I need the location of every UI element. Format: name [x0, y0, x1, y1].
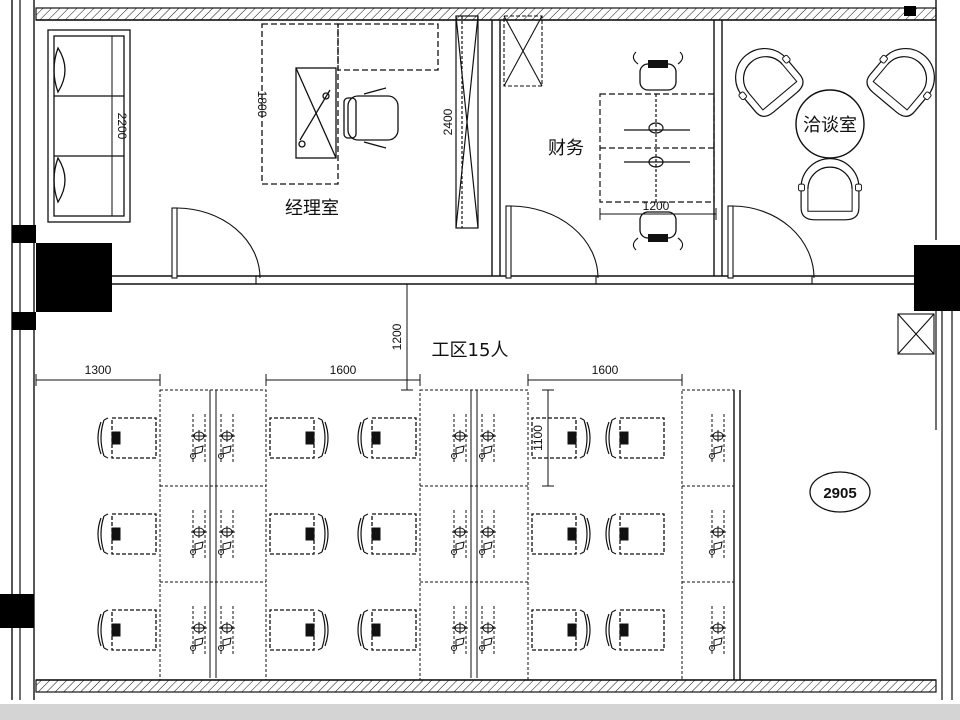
- work-area-label: 工区15人: [432, 340, 509, 361]
- armchair-right: [860, 34, 949, 124]
- workstation-chair: [269, 609, 329, 651]
- unit-number: 2905: [823, 485, 856, 502]
- finance-desk-dimension: 1200: [643, 199, 670, 213]
- corridor-dimension: 1200: [390, 323, 404, 350]
- workstation-pc: [479, 605, 497, 655]
- workstation-chair: [605, 609, 665, 651]
- workstation-pc: [190, 605, 208, 655]
- workstation-pc: [709, 509, 727, 559]
- workstation-pc: [190, 413, 208, 463]
- work-area-dimensions: [35, 283, 683, 487]
- cabinet-dimension: 2400: [441, 108, 455, 135]
- partitions: [112, 20, 914, 680]
- workstation-frame: [419, 389, 529, 681]
- workstation-pc: [218, 413, 236, 463]
- manager-desk: [261, 23, 439, 185]
- workstation-chair: [531, 513, 591, 555]
- left-margin-dimension: 1300: [85, 363, 112, 377]
- workstation-pc: [190, 509, 208, 559]
- manager-room: 2200 1800 2400 经理室: [47, 15, 479, 229]
- workstation-chair: [97, 417, 157, 459]
- columns: [0, 6, 960, 628]
- workstation-chair: [605, 417, 665, 459]
- unit-number-badge: 2905: [809, 471, 871, 513]
- workstation-chair: [357, 417, 417, 459]
- finance-dimension-line: [599, 208, 717, 220]
- workstation-pc: [451, 509, 469, 559]
- sofa-dimension: 2200: [115, 113, 129, 140]
- workstation-frame: [681, 389, 735, 681]
- cabinet: [455, 15, 479, 229]
- workstation-clusters: [97, 389, 735, 681]
- workstation-pc: [451, 413, 469, 463]
- meeting-room-label: 洽谈室: [803, 115, 857, 136]
- armchair-left: [721, 34, 810, 124]
- finance-desk: [599, 93, 715, 203]
- manager-room-label: 经理室: [285, 198, 339, 219]
- workstation-pc: [218, 509, 236, 559]
- aisle-dimension-1: 1600: [330, 363, 357, 377]
- workstation-chair: [605, 513, 665, 555]
- workstation-pc: [479, 413, 497, 463]
- workstation-chair: [357, 609, 417, 651]
- workstation-chair: [97, 609, 157, 651]
- finance-chair-bottom: [632, 211, 684, 251]
- armchair-bottom: [797, 158, 863, 221]
- sofa: [47, 29, 131, 223]
- finance-room: 1200 财务: [503, 15, 717, 251]
- meeting-room: 洽谈室: [721, 34, 949, 221]
- manager-chair: [343, 87, 399, 149]
- workstation-pc: [479, 509, 497, 559]
- workstation-chair: [97, 513, 157, 555]
- workstation-chair: [269, 417, 329, 459]
- desk-depth-dimension: 1100: [531, 425, 545, 451]
- finance-room-label: 财务: [548, 138, 584, 159]
- workstation-pc: [451, 605, 469, 655]
- footer-band: [0, 704, 960, 720]
- workstation-chair: [357, 513, 417, 555]
- doors: [171, 205, 815, 284]
- desk-dimension: 1800: [255, 91, 269, 118]
- outer-walls: [11, 0, 953, 700]
- workstation-frame: [159, 389, 267, 681]
- meeting-table: [795, 89, 865, 159]
- workstation-chair: [531, 609, 591, 651]
- finance-chair-top: [632, 51, 684, 91]
- workstation-chair: [269, 513, 329, 555]
- workstation-pc: [218, 605, 236, 655]
- workstation-pc: [709, 413, 727, 463]
- aisle-dimension-2: 1600: [592, 363, 619, 377]
- workstation-pc: [709, 605, 727, 655]
- file-cabinet: [503, 15, 543, 87]
- ac-unit: [897, 313, 935, 355]
